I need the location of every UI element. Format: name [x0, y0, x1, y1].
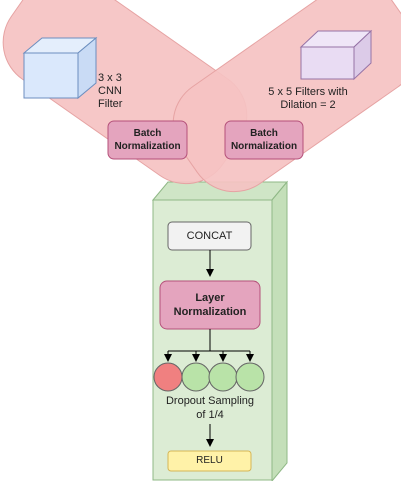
left-batch-norm-box — [107, 120, 188, 160]
dropout-circle-dropped — [153, 362, 183, 392]
dropout-label: Dropout Sampling of 1/4 — [165, 395, 255, 421]
dropout-circle-kept — [181, 362, 211, 392]
right-batch-norm-box — [224, 120, 304, 160]
right-batch-norm-label: Batch Normalization — [230, 128, 298, 152]
concat-label: CONCAT — [186, 230, 233, 242]
fanout-connector — [164, 329, 254, 362]
dropout-circles — [153, 362, 265, 392]
trunk-side-face — [271, 180, 288, 483]
right-filter-cube — [299, 29, 373, 81]
left-cube-front — [23, 52, 79, 99]
relu-label: RELU — [196, 455, 223, 466]
left-batch-norm-label: Batch Normalization — [114, 128, 181, 152]
right-cube-front — [300, 46, 355, 80]
layer-norm-label: Layer Normalization — [173, 292, 247, 318]
dropout-circle-kept — [235, 362, 265, 392]
left-filter-label: 3 x 3 CNN Filter — [98, 72, 123, 110]
dropout-circle-kept — [208, 362, 238, 392]
left-filter-cube — [22, 36, 98, 100]
relu-box — [167, 450, 252, 472]
right-filter-label: 5 x 5 Filters with Dilation = 2 — [268, 86, 348, 111]
